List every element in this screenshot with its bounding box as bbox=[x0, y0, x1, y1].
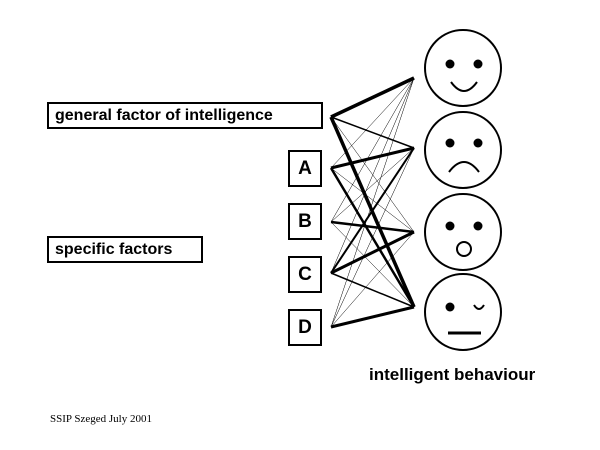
connection-line bbox=[330, 272, 415, 308]
connection-line bbox=[330, 220, 415, 234]
factor-a-label: A bbox=[298, 157, 312, 179]
connection-line bbox=[330, 231, 415, 328]
specific-factors-label: specific factors bbox=[55, 240, 173, 258]
connection-line bbox=[330, 147, 415, 274]
connection-line bbox=[330, 76, 415, 119]
connection-line bbox=[330, 77, 415, 169]
face-surprised bbox=[424, 193, 502, 271]
connection-line bbox=[330, 77, 415, 223]
connection-line bbox=[330, 230, 415, 275]
connection-line bbox=[330, 147, 415, 223]
connection-line bbox=[330, 77, 415, 274]
credit-text: SSIP Szeged July 2001 bbox=[50, 413, 152, 425]
connection-line bbox=[330, 77, 415, 328]
connection-line bbox=[330, 305, 415, 329]
factor-d-label: D bbox=[298, 316, 312, 338]
connection-line bbox=[330, 116, 415, 233]
behaviour-caption: intelligent behaviour bbox=[369, 365, 536, 384]
specific-factors-box: specific factors bbox=[47, 236, 203, 263]
connection-line bbox=[330, 147, 415, 328]
general-factor-label: general factor of intelligence bbox=[55, 106, 273, 124]
connection-line bbox=[330, 146, 415, 170]
connection-line bbox=[330, 116, 415, 149]
connection-line bbox=[330, 167, 415, 233]
factor-a-box: A bbox=[288, 150, 322, 187]
factor-d-box: D bbox=[288, 309, 322, 346]
general-factor-box: general factor of intelligence bbox=[47, 102, 323, 129]
connection-lines bbox=[329, 76, 416, 329]
factor-b-box: B bbox=[288, 203, 322, 240]
face-happy bbox=[424, 29, 502, 107]
factor-c-label: C bbox=[298, 263, 312, 285]
connection-line bbox=[330, 221, 415, 308]
face-sad bbox=[424, 111, 502, 189]
factor-c-box: C bbox=[288, 256, 322, 293]
factor-b-label: B bbox=[298, 210, 312, 232]
face-winking bbox=[424, 273, 502, 351]
